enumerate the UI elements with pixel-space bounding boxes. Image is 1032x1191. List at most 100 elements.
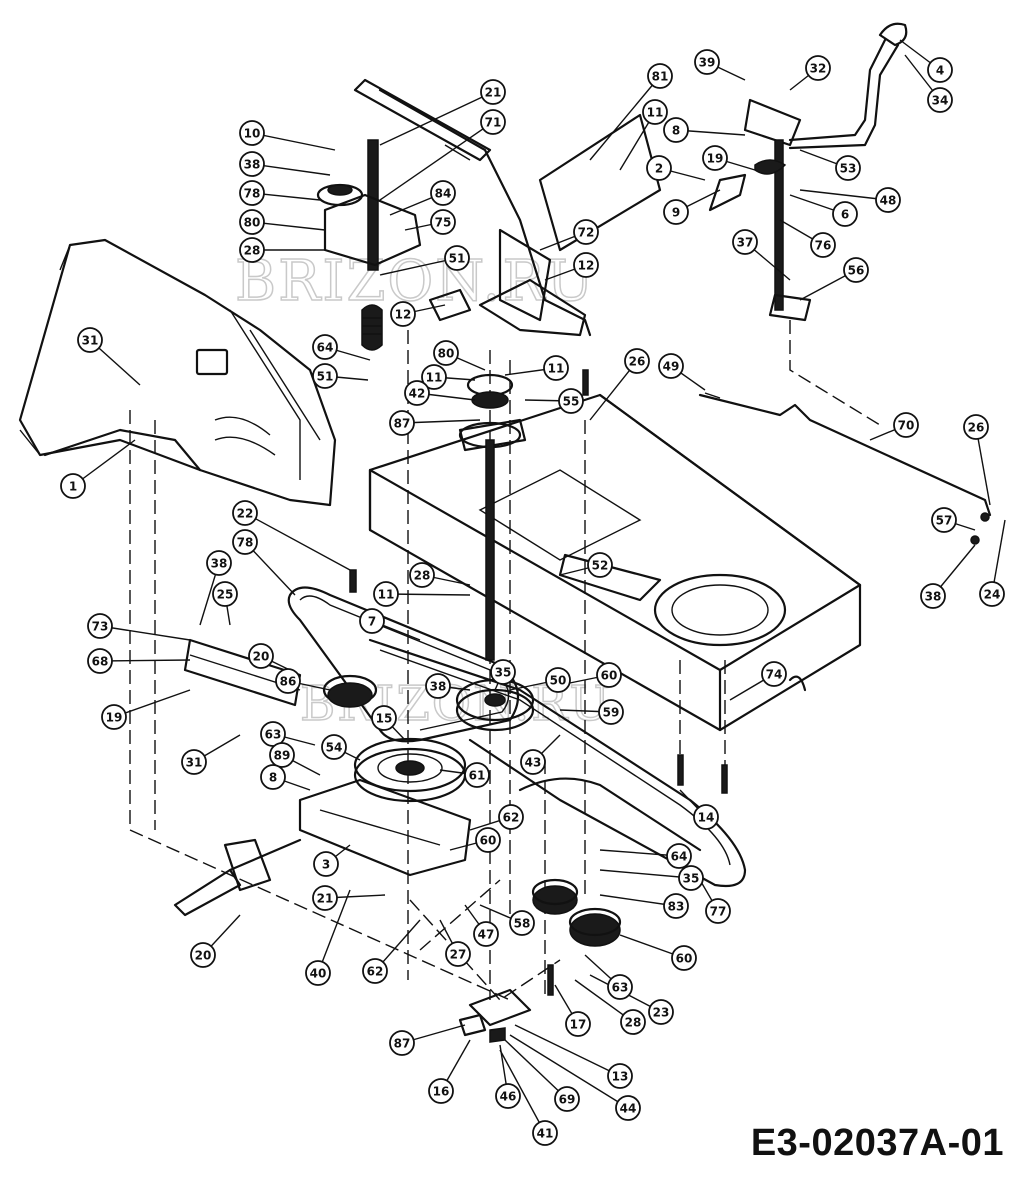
callout-number: 61 — [469, 769, 486, 783]
watermark: BRIZON.RU — [235, 249, 596, 314]
callout-c-6: 6 — [832, 201, 858, 227]
callout-c-31a: 31 — [77, 327, 103, 353]
callout-c-42: 42 — [404, 380, 430, 406]
callout-number: 20 — [195, 949, 212, 963]
main-chassis-frame — [368, 393, 862, 732]
callout-number: 8 — [269, 771, 277, 785]
callout-number: 89 — [274, 749, 291, 763]
callout-number: 28 — [414, 569, 431, 583]
callout-circle — [927, 57, 953, 83]
callout-number: 58 — [514, 917, 531, 931]
callout-circle — [60, 473, 86, 499]
callout-c-46: 46 — [495, 1083, 521, 1109]
callout-number: 10 — [244, 127, 261, 141]
callout-c-60b: 60 — [475, 827, 501, 853]
callout-number: 31 — [82, 334, 99, 348]
callout-c-32: 32 — [805, 55, 831, 81]
callout-c-2: 2 — [646, 155, 672, 181]
callout-circle — [646, 155, 672, 181]
callout-number: 81 — [652, 70, 669, 84]
callout-c-38c: 38 — [206, 550, 232, 576]
callout-number: 2 — [655, 162, 663, 176]
callout-number: 26 — [629, 355, 646, 369]
callout-c-76: 76 — [810, 232, 836, 258]
callout-circle — [87, 648, 113, 674]
callout-number: 87 — [394, 417, 411, 431]
callout-circle — [666, 843, 692, 869]
callout-number: 76 — [815, 239, 832, 253]
callout-c-11c: 11 — [543, 355, 569, 381]
leader-line-c-11d — [385, 593, 471, 596]
callout-circle — [275, 668, 301, 694]
callout-c-34: 34 — [927, 87, 953, 113]
callout-c-62a: 62 — [498, 804, 524, 830]
callout-number: 25 — [217, 588, 234, 602]
callout-c-26a: 26 — [624, 348, 650, 374]
callout-number: 78 — [244, 187, 261, 201]
leader-line-c-10 — [251, 132, 336, 151]
callout-circle — [409, 562, 435, 588]
callout-number: 46 — [500, 1090, 517, 1104]
callout-number: 38 — [244, 158, 261, 172]
callout-circle — [181, 749, 207, 775]
center-pulley-stack — [458, 373, 527, 661]
callout-number: 44 — [620, 1102, 637, 1116]
callout-number: 11 — [548, 362, 565, 376]
callout-circle — [313, 851, 339, 877]
leader-line-c-41 — [499, 1049, 546, 1134]
callout-circle — [389, 410, 415, 436]
callout-circle — [543, 355, 569, 381]
callout-c-47: 47 — [473, 921, 499, 947]
callout-circle — [658, 353, 684, 379]
leader-line-c-71 — [379, 121, 494, 201]
callout-circle — [545, 667, 571, 693]
leader-line-c-81 — [589, 75, 661, 161]
callout-number: 64 — [317, 341, 334, 355]
pulleys — [322, 674, 622, 947]
callout-circle — [565, 1011, 591, 1037]
callout-circle — [732, 229, 758, 255]
callout-circle — [77, 327, 103, 353]
callout-number: 37 — [737, 236, 754, 250]
callout-c-57: 57 — [931, 507, 957, 533]
callout-number: 71 — [485, 116, 502, 130]
callout-number: 12 — [578, 259, 595, 273]
callout-c-12b: 12 — [390, 301, 416, 327]
callout-c-54: 54 — [321, 734, 347, 760]
callout-circle — [239, 209, 265, 235]
callout-c-17: 17 — [565, 1011, 591, 1037]
callout-number: 68 — [92, 655, 109, 669]
leader-line-c-51a — [379, 257, 458, 276]
callout-circle — [663, 199, 689, 225]
leader-line-c-48 — [799, 189, 889, 201]
callout-circle — [248, 643, 274, 669]
callout-circle — [832, 201, 858, 227]
callout-number: 13 — [612, 1070, 629, 1084]
callout-number: 12 — [395, 308, 412, 322]
callout-c-61: 61 — [464, 762, 490, 788]
callout-circle — [269, 742, 295, 768]
callout-circle — [520, 749, 546, 775]
callout-c-37: 37 — [732, 229, 758, 255]
callout-number: 78 — [237, 536, 254, 550]
callout-number: 83 — [668, 900, 685, 914]
leader-line-c-69 — [504, 1039, 568, 1100]
callout-c-78b: 78 — [232, 529, 258, 555]
callout-circle — [480, 79, 506, 105]
callout-circle — [421, 364, 447, 390]
callout-c-70: 70 — [893, 412, 919, 438]
callout-circle — [490, 659, 516, 685]
callout-circle — [232, 529, 258, 555]
callout-circle — [444, 245, 470, 271]
callout-circle — [705, 898, 731, 924]
callout-c-50a: 50 — [545, 667, 571, 693]
callout-c-16: 16 — [428, 1078, 454, 1104]
callout-c-28a: 28 — [239, 237, 265, 263]
callout-number: 42 — [409, 387, 426, 401]
callout-circle — [648, 999, 674, 1025]
callout-number: 49 — [663, 360, 680, 374]
callout-c-39a: 39 — [694, 49, 720, 75]
callout-c-69: 69 — [554, 1086, 580, 1112]
callout-number: 35 — [495, 666, 512, 680]
